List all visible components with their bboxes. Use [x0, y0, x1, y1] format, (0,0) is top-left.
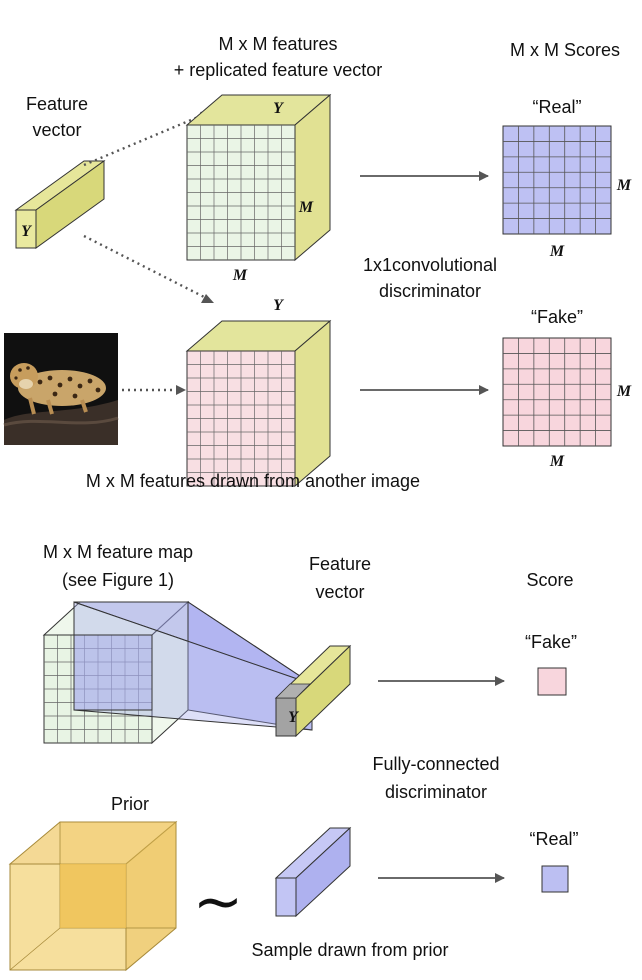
real-m-bottom: M [549, 243, 565, 260]
real-label: “Real” [532, 97, 581, 117]
cube-m-side-label: M [298, 199, 314, 216]
another-image-label: M x M features drawn from another image [86, 471, 420, 491]
fc-label-line1: Fully-connected [372, 754, 499, 774]
mm-scores-label: M x M Scores [510, 40, 620, 60]
conv-label-line2: discriminator [379, 281, 481, 301]
fv-label-line1: Feature [309, 554, 371, 574]
real-score-grid [502, 125, 612, 235]
feature-map-cube [42, 600, 313, 745]
cube-m-bottom-label: M [232, 267, 248, 284]
real-score-box [541, 865, 569, 893]
leopard-image [3, 333, 119, 445]
feature-vector-label-line2: vector [32, 120, 81, 140]
bottom-feature-vector: Y [274, 644, 352, 738]
fake-m-side: M [616, 383, 632, 400]
real-m-side: M [616, 177, 632, 194]
prior-cube [8, 820, 178, 972]
cube-y-label: Y [273, 100, 284, 117]
fc-label-line2: discriminator [385, 782, 487, 802]
feature-map-label-line1: M x M feature map [43, 542, 193, 562]
tilde-symbol: ~ [193, 867, 243, 937]
score-label: Score [526, 570, 573, 590]
feature-map-label-line2: (see Figure 1) [62, 570, 174, 590]
fake-score-grid [502, 337, 612, 447]
fv-label-line2: vector [315, 582, 364, 602]
top-feature-cube: Y M M [185, 93, 332, 284]
y-symbol: Y [21, 223, 32, 240]
bottom-y-symbol: Y [288, 709, 299, 726]
mm-features-label-line1: M x M features [218, 34, 337, 54]
fake-score-box [537, 667, 567, 696]
feature-vector-label-line1: Feature [26, 94, 88, 114]
top-feature-vector-box: Y [14, 160, 106, 249]
fake-label: “Fake” [531, 307, 583, 327]
fake-feature-cube: Y [185, 297, 332, 488]
bottom-fake-label: “Fake” [525, 632, 577, 652]
fake-m-bottom: M [549, 453, 565, 470]
mm-features-label-line2: + replicated feature vector [174, 60, 383, 80]
conv-label-line1: 1x1convolutional [363, 255, 497, 275]
fake-cube-y-label: Y [273, 297, 284, 314]
prior-label: Prior [111, 794, 149, 814]
prior-sample-vector [274, 826, 352, 918]
bottom-real-label: “Real” [529, 829, 578, 849]
sample-label: Sample drawn from prior [251, 940, 448, 960]
